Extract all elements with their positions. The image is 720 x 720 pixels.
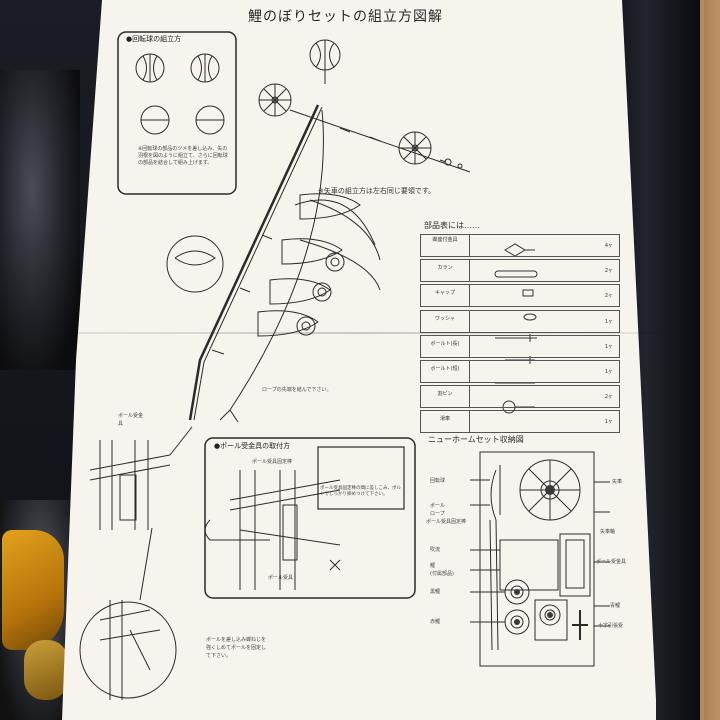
parts-row: ボールト(長) 1ヶ [420,334,620,358]
pole-panel-heading: ●ポール受金具の取付方 [212,441,293,451]
storage-label-streamer: 吹流 [430,547,441,553]
golden-ornament [2,530,64,650]
rotor-panel-frame [117,31,237,195]
parts-count: 1ヶ [604,318,613,325]
parts-row: 割ピン 2ヶ [420,385,620,409]
parts-count: 2ヶ [604,268,613,275]
storage-label-red-carp: 赤鯉 [430,619,441,625]
pole-bracket-label: ポール受金具 [118,413,144,427]
parts-table-title: 部品表には…… [424,221,480,230]
parts-row: 滑車 1ヶ [420,410,620,434]
rope-note: ロープの先端を結んで下さい。 [262,387,332,393]
storage-title: ニューホームセット収納図 [428,435,524,444]
parts-name: 滑車 [439,416,450,423]
storage-label-arrow-shaft: 矢車軸 [600,529,616,535]
golden-ornament-lower [24,640,68,700]
parts-row: キャップ 2ヶ [420,284,620,308]
storage-label-pole-fix: ポール受具固定棒 [426,519,467,525]
storage-label-carp: 鯉 [430,563,436,569]
bullet-icon: ● [126,35,133,43]
parts-name: キャップ [434,290,455,297]
bullet-icon: ● [214,442,221,450]
plastic-wrap-top [0,70,80,370]
pole-insert-note: ポールを差し込み蝶ねじを強くしめてポールを固定して下さい。 [206,637,267,659]
pole-panel-heading-text: ポール受金具の取付方 [220,442,291,450]
storage-label-cross: 十字引張受 [598,623,624,629]
storage-label-arrow: 矢車 [612,479,623,485]
rotor-panel-heading-text: 回転球の組立方 [132,35,182,43]
parts-name: カラン [437,265,453,272]
storage-label-blue-carp: 青鯉 [610,603,621,609]
storage-label-pole: ポール [430,503,446,509]
parts-count: 1ヶ [604,343,613,350]
parts-row: ボールト(短) 1ヶ [420,359,620,383]
parts-count: 2ヶ [604,394,613,401]
parts-count: 2ヶ [604,293,613,300]
storage-label-black-carp: 黒鯉 [430,589,441,595]
parts-row: 蝶座付金具 4ヶ [420,234,620,257]
paper-fold-crease [62,332,662,334]
rotor-panel-heading: ●回転球の組立方 [124,34,184,44]
parts-row: カラン 2ヶ [420,259,620,283]
parts-count: 1ヶ [604,368,613,375]
storage-label-rope: ロープ [430,511,445,517]
parts-row: ワッシャ 1ヶ [420,309,620,333]
parts-name: ワッシャ [434,315,455,322]
arrow-wheel-note: ※矢車の組立方は左右同じ要領です。 [318,187,436,195]
parts-name: 蝶座付金具 [432,237,458,243]
parts-count: 1ヶ [604,419,613,426]
storage-label-carp-note: (付属部品) [430,571,454,577]
parts-name: ボールト(長) [430,340,460,347]
parts-name: 割ピン [437,391,453,398]
parts-name: ボールト(短) [430,365,460,372]
parts-count: 4ヶ [604,243,613,249]
pole-panel-frame [204,437,416,599]
page-title: 鯉のぼりセットの組立方図解 [248,9,443,25]
parts-table: 蝶座付金具 4ヶ カラン 2ヶ キャップ 2ヶ ワッシャ 1ヶ ボールト(長) 1ヶ ボー… [420,234,620,436]
storage-label-rotor: 回転球 [430,478,446,484]
pole-panel-inset-note: ポール受具固定棒の間に差しこみ、ボルトでしっかり締めつけて下さい。 [320,486,401,497]
pole-panel-bottom-label: ポール受具 [268,575,294,581]
pole-panel-sublabel: ポール受具固定棒 [252,459,293,465]
storage-label-pole-bracket: ポール受金具 [596,559,627,565]
rotor-panel-note: ※回転球の部品のツメを差し込み、矢の羽根を図のように組立て、さらに回転球の部品を… [138,146,228,166]
